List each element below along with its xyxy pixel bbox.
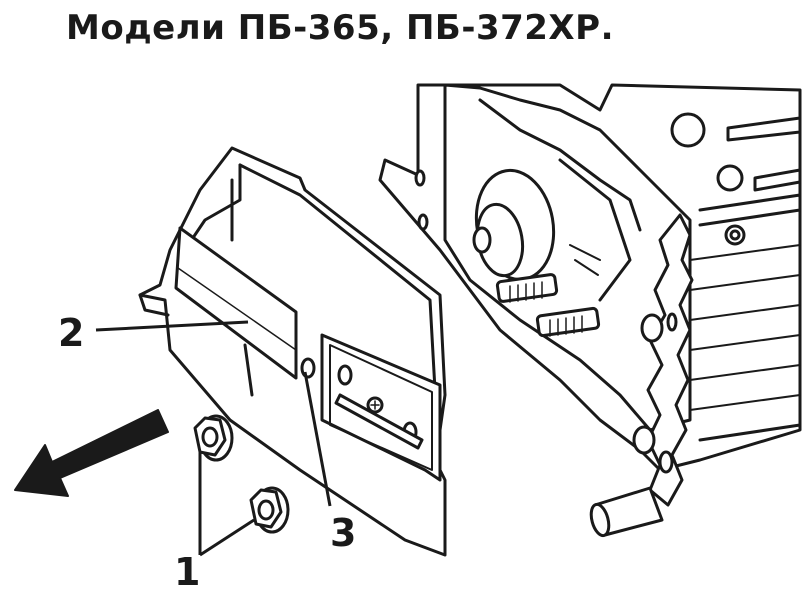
callout-1: 1 bbox=[174, 550, 200, 594]
callout-3: 3 bbox=[330, 511, 356, 555]
removal-direction-arrow bbox=[14, 409, 169, 497]
callout-2: 2 bbox=[58, 311, 84, 355]
leader-lines bbox=[95, 320, 332, 557]
diagram-title: Модели ПБ-365, ПБ-372ХР. bbox=[66, 8, 614, 48]
saw-body bbox=[378, 83, 802, 538]
clutch-cover bbox=[138, 146, 447, 557]
bar-nut-upper bbox=[193, 414, 234, 462]
bar-nut-lower bbox=[249, 486, 290, 534]
